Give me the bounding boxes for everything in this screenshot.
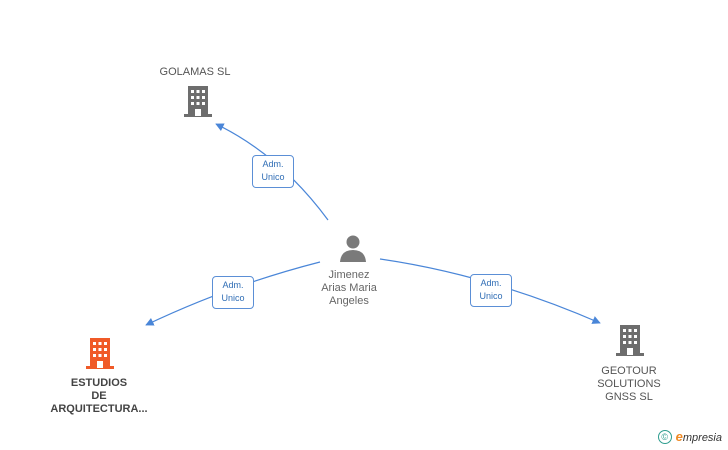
edge-label-line2: Unico <box>479 291 503 301</box>
building-icon[interactable] <box>84 336 116 370</box>
brand-initial: e <box>675 429 683 444</box>
estudios-line2: DE <box>91 390 107 402</box>
geotour-line1: GEOTOUR <box>601 365 657 377</box>
edge-label-geotour[interactable]: Adm. Unico <box>470 274 512 307</box>
person-name-line3: Angeles <box>329 295 369 307</box>
edge-label-estudios[interactable]: Adm. Unico <box>212 276 254 309</box>
node-golamas[interactable]: GOLAMAS SL <box>145 66 245 79</box>
brand-logo: empresia <box>676 429 722 444</box>
estudios-line3: ARQUITECTURA... <box>50 403 148 415</box>
copyright-icon: © <box>657 429 672 444</box>
edge-label-line1: Adm. <box>222 280 244 290</box>
building-icon[interactable] <box>182 84 214 118</box>
estudios-line1: ESTUDIOS <box>70 377 128 389</box>
edge-label-golamas[interactable]: Adm. Unico <box>252 155 294 188</box>
brand-name: mpresia <box>682 432 722 444</box>
node-golamas-label: GOLAMAS SL <box>159 66 231 78</box>
node-geotour[interactable]: GEOTOUR SOLUTIONS GNSS SL <box>579 365 679 404</box>
edge-label-line2: Unico <box>221 293 245 303</box>
edge-label-line1: Adm. <box>480 278 502 288</box>
brand-footer: © empresia <box>657 429 722 444</box>
person-name-line2: Arias Maria <box>321 282 377 294</box>
person-name-line1: Jimenez <box>328 269 370 281</box>
building-icon[interactable] <box>614 323 646 357</box>
geotour-line3: GNSS SL <box>605 391 653 403</box>
geotour-line2: SOLUTIONS <box>597 378 661 390</box>
node-person[interactable]: Jimenez Arias Maria Angeles <box>299 269 399 308</box>
person-icon[interactable] <box>338 233 368 263</box>
edge-label-line2: Unico <box>261 172 285 182</box>
node-estudios[interactable]: ESTUDIOS DE ARQUITECTURA... <box>40 377 158 416</box>
edge-label-line1: Adm. <box>262 159 284 169</box>
